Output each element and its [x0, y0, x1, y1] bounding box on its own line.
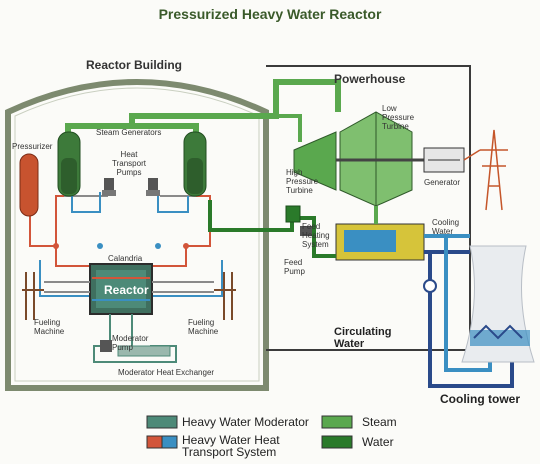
label-cooling-tower: Cooling tower: [440, 392, 520, 406]
moderator-heat-exchanger: [117, 345, 171, 357]
label-reactor-building: Reactor Building: [86, 58, 183, 72]
steam-generator-right: [183, 131, 207, 197]
label-moderator-heat-exchanger: Moderator Heat Exchanger: [118, 368, 215, 377]
label-cooling-water: Cooling Water: [432, 218, 460, 236]
label-fueling-machine-right: Fueling Machine: [188, 318, 219, 336]
fuel-channels: [44, 281, 214, 293]
condenser: [335, 223, 425, 261]
fueling-machine-left: [22, 272, 44, 320]
label-lp-turbine: Low Pressure Turbine: [382, 104, 415, 131]
reactor-building-wall: [5, 79, 269, 391]
feed-pump: [300, 226, 312, 236]
legend-label-water: Water: [362, 435, 394, 449]
steam-generator-left: [57, 131, 81, 197]
legend-label-heat-transport: Heavy Water Heat Transport System: [182, 433, 280, 459]
legend-swatch-water: [321, 435, 353, 449]
label-moderator-pump: Moderator Pump: [112, 334, 149, 352]
legend-swatch-heat-transport-cold: [161, 435, 178, 449]
page-title: Pressurized Heavy Water Reactor: [158, 6, 382, 22]
legend-swatch-moderator: [146, 415, 178, 429]
circulating-pump: [423, 279, 437, 293]
heat-transport-pump-left: [102, 178, 116, 196]
label-hp-turbine: High Pressure Turbine: [286, 168, 319, 195]
legend-swatch-heat-transport-hot: [146, 435, 163, 449]
label-calandria: Calandria: [108, 254, 143, 263]
water-line: [208, 200, 336, 258]
label-pressurizer: Pressurizer: [12, 142, 53, 151]
label-circulating-water: Circulating Water: [334, 326, 392, 350]
label-reactor: Reactor: [104, 283, 149, 297]
label-powerhouse: Powerhouse: [334, 72, 406, 86]
heat-transport-pump-right: [146, 178, 160, 196]
transmission-tower: [480, 129, 508, 211]
label-generator: Generator: [424, 178, 461, 187]
powerhouse-wall: [266, 65, 471, 351]
label-heat-transport-pumps: Heat Transport Pumps: [112, 150, 146, 177]
legend-label-steam: Steam: [362, 415, 397, 429]
moderator-pump: [100, 340, 112, 352]
heat-transport-loop: [29, 192, 223, 297]
circulating-water-line: [424, 234, 514, 388]
fueling-machine-right: [214, 272, 236, 320]
pressurizer: [19, 153, 39, 217]
feed-heating-system: [285, 205, 301, 223]
label-steam-generators: Steam Generators: [96, 128, 162, 137]
label-fueling-machine-left: Fueling Machine: [34, 318, 65, 336]
label-feed-pump: Feed Pump: [284, 258, 305, 276]
high-pressure-turbine: [293, 131, 337, 191]
legend-label-moderator: Heavy Water Moderator: [182, 415, 309, 429]
calandria: [89, 263, 153, 315]
label-feed-heating: Feed Heating System: [302, 222, 330, 249]
legend-swatch-steam: [321, 415, 353, 429]
